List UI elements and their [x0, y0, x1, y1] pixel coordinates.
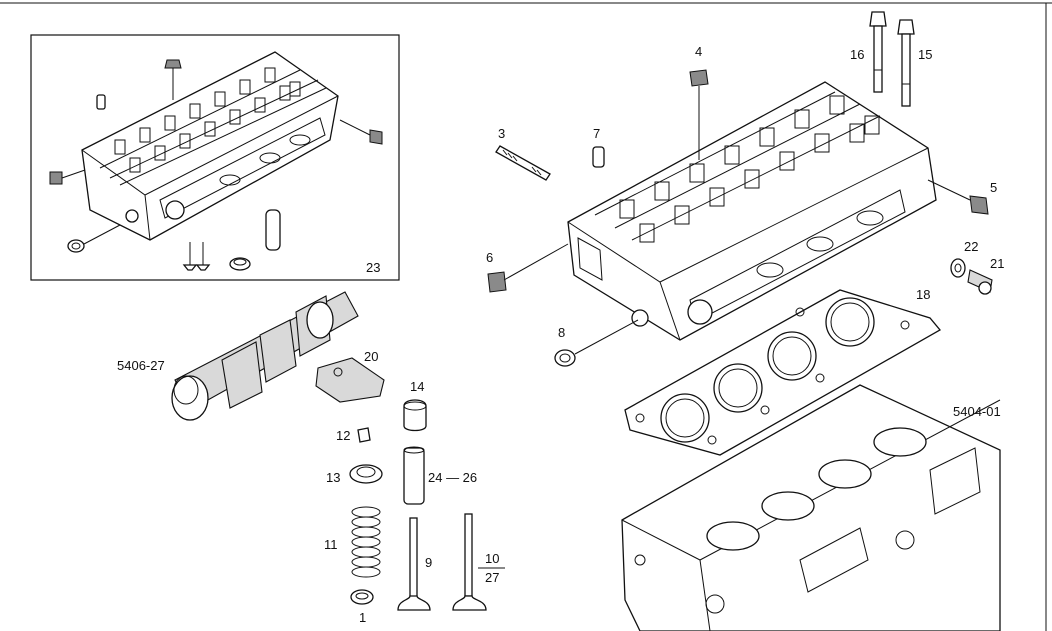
part-9-valve: 9 [397, 517, 432, 611]
part-24-26-guide: 24 — 26 [403, 446, 477, 505]
inset-guide [265, 209, 281, 251]
part-15-bolt: 15 [897, 19, 932, 107]
part-10-27-valve: 10 27 [452, 513, 505, 611]
part-11-spring: 11 [324, 506, 381, 578]
label-21: 21 [990, 256, 1004, 271]
part-6-plug: 6 [486, 243, 569, 293]
part-13-retainer: 13 [326, 464, 383, 485]
label-23: 23 [366, 260, 380, 275]
part-12-keeper: 12 [336, 427, 371, 443]
label-27: 27 [485, 570, 499, 585]
part-18-head-gasket: 18 [624, 287, 941, 456]
cylinder-head [567, 81, 937, 341]
label-22: 22 [964, 239, 978, 254]
label-ref-block: 5404-01 [953, 404, 1001, 419]
inset-valves [182, 242, 211, 271]
label-15: 15 [918, 47, 932, 62]
part-1-seat: 1 [350, 589, 374, 625]
engine-block: 5404-01 [621, 384, 1001, 631]
label-ref-camshaft: 5406-27 [117, 358, 165, 373]
label-16: 16 [850, 47, 864, 62]
label-8: 8 [558, 325, 565, 340]
inset-pin [96, 94, 106, 110]
part-3-stud: 3 [495, 126, 551, 181]
label-6: 6 [486, 250, 493, 265]
label-11: 11 [324, 537, 338, 552]
label-13: 13 [326, 470, 340, 485]
inset-plug-left [49, 169, 86, 185]
label-7: 7 [593, 126, 600, 141]
label-4: 4 [695, 44, 702, 59]
label-3: 3 [498, 126, 505, 141]
label-9: 9 [425, 555, 432, 570]
inset-seal-ring [67, 224, 121, 253]
part-20-rocker: 20 [315, 349, 385, 403]
label-24-26: 24 — 26 [428, 470, 477, 485]
inset-plug-right [339, 119, 383, 145]
inset-head-assembly-box: 23 [30, 34, 400, 281]
part-8-seal: 8 [554, 319, 639, 367]
part-21-fitting: 21 [967, 256, 1004, 295]
inset-cylinder-head [81, 51, 339, 241]
label-12: 12 [336, 428, 350, 443]
part-16-bolt: 16 [850, 11, 887, 93]
label-5: 5 [990, 180, 997, 195]
camshaft: 5406-27 [117, 291, 359, 421]
label-18: 18 [916, 287, 930, 302]
label-1: 1 [359, 610, 366, 625]
label-10: 10 [485, 551, 499, 566]
part-4-plug: 4 [689, 44, 709, 160]
part-14-tappet: 14 [403, 379, 427, 432]
part-5-plug: 5 [927, 179, 997, 215]
label-14: 14 [410, 379, 424, 394]
inset-cup [229, 257, 251, 271]
inset-plug-top [164, 59, 182, 100]
part-22-washer: 22 [950, 239, 978, 278]
part-7-dowel: 7 [592, 126, 605, 168]
label-20: 20 [364, 349, 378, 364]
